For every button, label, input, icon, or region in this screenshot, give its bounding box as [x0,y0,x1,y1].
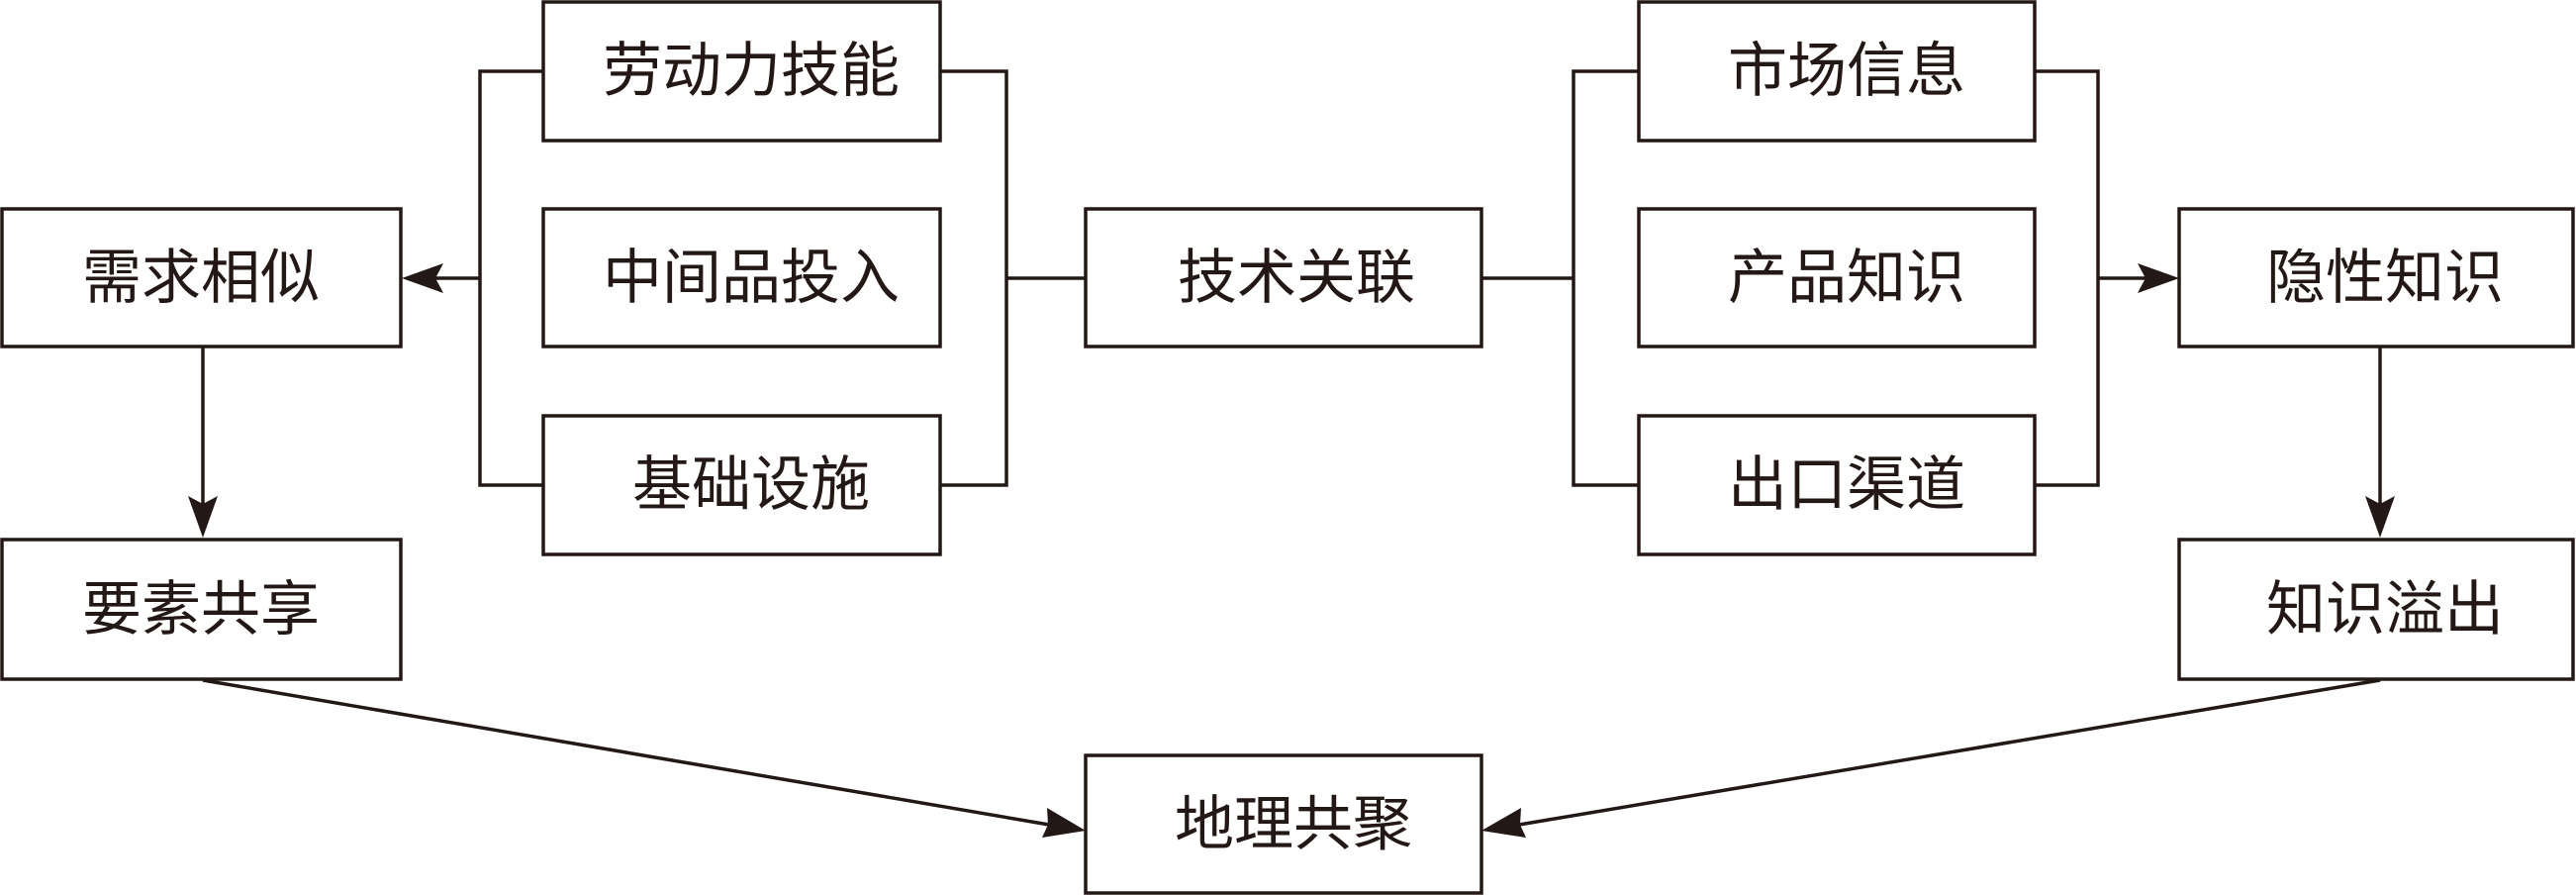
arrowhead-to-demand [402,263,443,293]
node-tacit-knowledge: 隐性知识 [2177,207,2575,348]
connector-right-bracket-right-side [2035,69,2100,487]
connector-factor-to-geography [202,678,1056,828]
node-labor-skills: 劳动力技能 [541,0,942,143]
node-geographic-coagglomeration-label: 地理共聚 [1175,790,1412,859]
node-labor-skills-label: 劳动力技能 [603,37,900,106]
connector-left-bracket-right-side [940,69,1008,487]
node-demand-similarity-label: 需求相似 [82,244,320,313]
node-tacit-knowledge-label: 隐性知识 [2266,244,2504,313]
arrowhead-from-spillover-to-geography [1481,808,1526,838]
node-infrastructure: 基础设施 [541,414,942,556]
node-export-channels: 出口渠道 [1637,414,2037,556]
node-market-information-label: 市场信息 [1728,37,1965,106]
arrowhead-to-spillover [2365,496,2395,538]
node-market-information: 市场信息 [1637,0,2037,143]
arrowhead-from-factor-to-geography [1042,808,1086,838]
node-intermediate-inputs-label: 中间品投入 [603,244,900,313]
node-knowledge-spillover-label: 知识溢出 [2266,575,2504,645]
node-infrastructure-label: 基础设施 [632,450,870,520]
node-product-knowledge: 产品知识 [1637,207,2037,348]
connector-right-bracket-left-side [1572,69,1639,487]
node-technology-linkage: 技术关联 [1084,207,1483,348]
connector-left-bracket-left-side [478,69,543,487]
node-technology-linkage-label: 技术关联 [1178,244,1415,313]
arrowhead-to-factor [188,496,218,538]
arrowhead-to-tacit [2138,263,2179,293]
node-factor-sharing-label: 要素共享 [82,575,320,645]
node-export-channels-label: 出口渠道 [1728,450,1965,520]
node-geographic-coagglomeration: 地理共聚 [1084,753,1483,895]
node-product-knowledge-label: 产品知识 [1728,244,1965,313]
node-knowledge-spillover: 知识溢出 [2177,538,2575,681]
connector-spillover-to-geography [1512,678,2381,828]
node-intermediate-inputs: 中间品投入 [541,207,942,348]
node-factor-sharing: 要素共享 [0,538,403,681]
node-demand-similarity: 需求相似 [0,207,403,348]
